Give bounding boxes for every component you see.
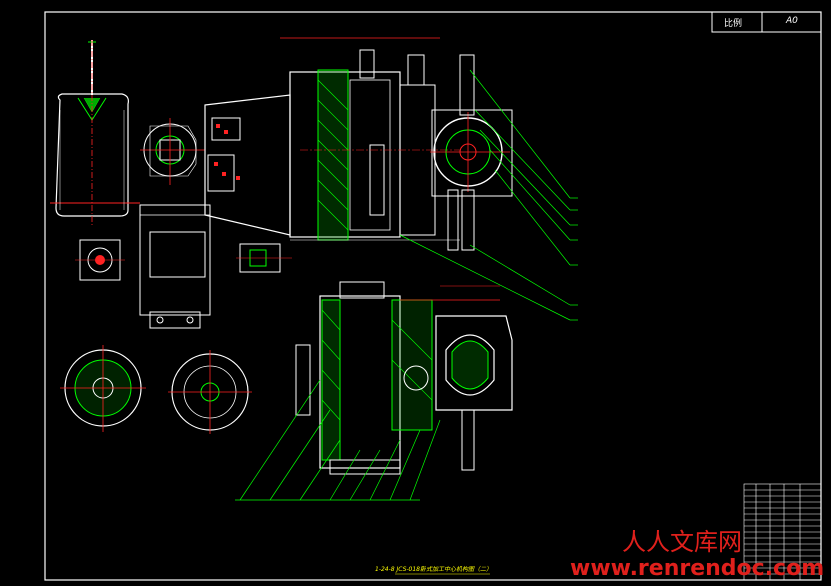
leader-lines-lower xyxy=(235,379,441,501)
parts-list-table xyxy=(743,483,822,581)
flange-view-right xyxy=(168,350,252,434)
block-view xyxy=(139,204,211,329)
section-c-c-view xyxy=(75,239,125,281)
flange-view-left xyxy=(60,345,146,432)
watermark-url: www.renrendoc.com xyxy=(570,556,825,581)
motor-end-view xyxy=(430,54,513,251)
sheet-border xyxy=(44,11,822,581)
main-spindle-assembly xyxy=(204,37,460,241)
drawing-caption: 1-24-8 JCS-018卧式加工中心机构图（二） xyxy=(375,566,493,573)
scale-label: 比例 xyxy=(724,19,743,29)
pendant-view xyxy=(50,40,140,225)
paper-size-label: A0 xyxy=(786,16,798,26)
title-block-top xyxy=(711,11,822,33)
leader-lines-upper xyxy=(399,69,578,321)
section-a-a-view xyxy=(295,281,513,475)
small-detail-view xyxy=(236,243,292,273)
gear-detail-view xyxy=(140,118,205,185)
watermark-cn: 人人文库网 xyxy=(622,528,742,556)
